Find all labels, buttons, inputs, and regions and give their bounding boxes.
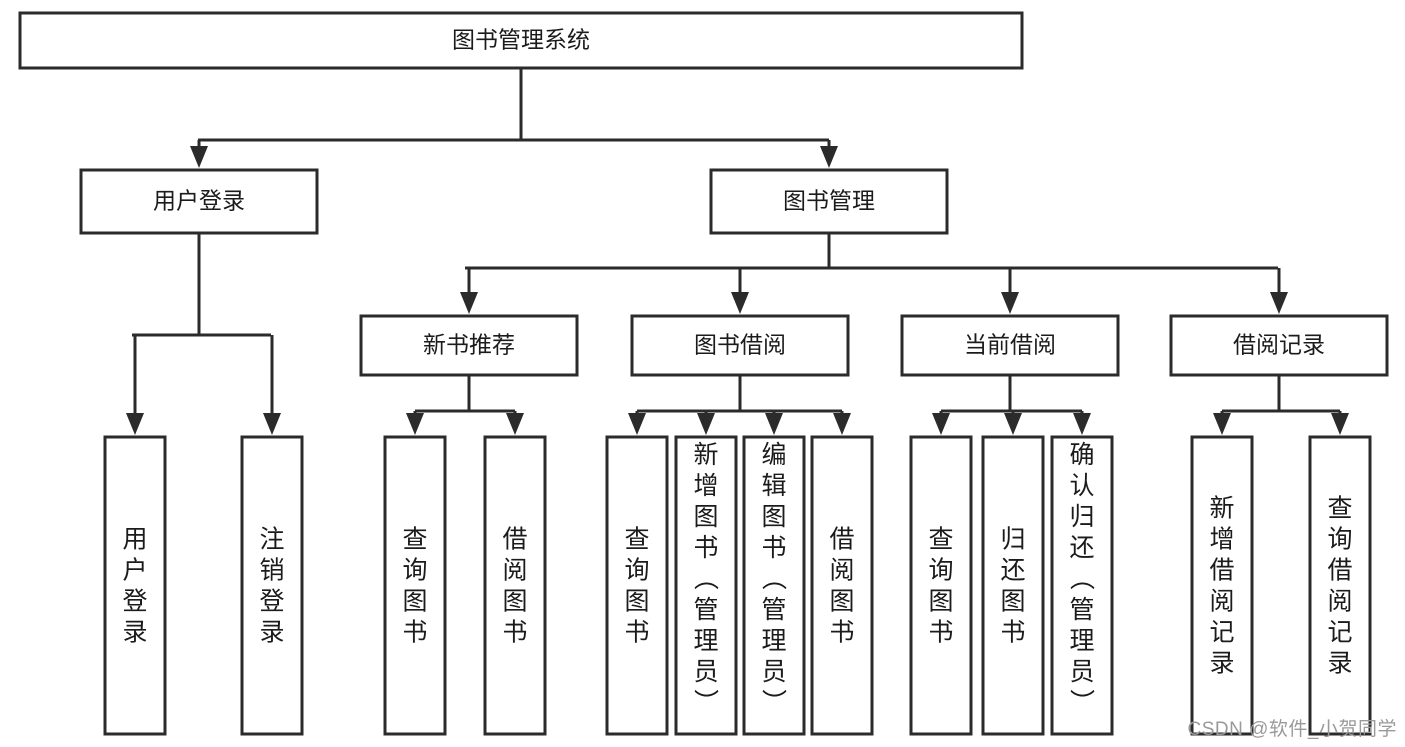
node-leaf-query-book-3[interactable]: 查询图书 bbox=[909, 435, 973, 736]
node-leaf-user-logout[interactable]: 注销登录 bbox=[240, 435, 304, 736]
arrow-head bbox=[1213, 413, 1231, 435]
node-label: 查询图书 bbox=[928, 526, 953, 647]
node-leaf-borrow-book-2[interactable]: 借阅图书 bbox=[810, 435, 874, 736]
node-label: 新增借阅记录 bbox=[1209, 495, 1234, 678]
watermark-label: CSDN @软件_小贺同学 bbox=[1187, 719, 1397, 740]
node-box[interactable] bbox=[605, 435, 669, 736]
node-label: 查询图书 bbox=[402, 526, 427, 647]
connector-group bbox=[1213, 375, 1349, 435]
node-leaf-confirm-return[interactable]: 确认归还（管理员） bbox=[1050, 435, 1114, 736]
node-box[interactable] bbox=[981, 435, 1045, 736]
node-box[interactable] bbox=[1169, 314, 1389, 377]
connector-group bbox=[932, 375, 1091, 435]
node-leaf-query-book-2[interactable]: 查询图书 bbox=[605, 435, 669, 736]
arrow-head bbox=[833, 413, 851, 435]
node-borrow-record[interactable]: 借阅记录 bbox=[1169, 314, 1389, 377]
node-box[interactable] bbox=[483, 435, 547, 736]
connector-group bbox=[628, 375, 851, 435]
node-label: 确认归还（管理员） bbox=[1069, 441, 1095, 717]
connector-group bbox=[406, 375, 524, 435]
node-label: 归还图书 bbox=[1000, 526, 1025, 647]
node-box[interactable] bbox=[359, 314, 579, 377]
arrow-head bbox=[697, 413, 715, 435]
node-box[interactable] bbox=[1050, 435, 1114, 736]
arrow-head bbox=[932, 413, 950, 435]
connectors-layer bbox=[126, 68, 1349, 435]
nodes-layer: 图书管理系统用户登录图书管理新书推荐图书借阅当前借阅借阅记录用户登录注销登录查询… bbox=[18, 11, 1389, 736]
node-label: 当前借阅 bbox=[964, 332, 1056, 358]
node-box[interactable] bbox=[810, 435, 874, 736]
node-leaf-add-book[interactable]: 新增图书（管理员） bbox=[674, 435, 738, 736]
connector-group bbox=[460, 233, 1288, 314]
node-box[interactable] bbox=[1190, 435, 1254, 736]
arrow-head bbox=[1270, 292, 1288, 314]
node-leaf-user-login[interactable]: 用户登录 bbox=[103, 435, 167, 736]
connector-group bbox=[190, 68, 838, 168]
node-label: 新增图书（管理员） bbox=[693, 441, 719, 717]
node-box[interactable] bbox=[79, 168, 319, 235]
arrow-head bbox=[460, 292, 478, 314]
node-box[interactable] bbox=[240, 435, 304, 736]
arrow-head bbox=[731, 292, 749, 314]
node-box[interactable] bbox=[909, 435, 973, 736]
node-label: 注销登录 bbox=[259, 526, 284, 647]
node-box[interactable] bbox=[742, 435, 806, 736]
arrow-head bbox=[406, 413, 424, 435]
arrow-head bbox=[820, 146, 838, 168]
node-box[interactable] bbox=[674, 435, 738, 736]
arrow-head bbox=[190, 146, 208, 168]
node-leaf-edit-book[interactable]: 编辑图书（管理员） bbox=[742, 435, 806, 736]
node-label: 用户登录 bbox=[122, 526, 147, 647]
node-label: 借阅图书 bbox=[829, 526, 854, 647]
node-leaf-add-record[interactable]: 新增借阅记录 bbox=[1190, 435, 1254, 736]
node-label: 编辑图书（管理员） bbox=[761, 441, 787, 717]
node-current-borrow[interactable]: 当前借阅 bbox=[900, 314, 1120, 377]
node-label: 新书推荐 bbox=[423, 332, 515, 358]
node-book-manage[interactable]: 图书管理 bbox=[709, 168, 949, 235]
node-label: 用户登录 bbox=[153, 188, 245, 214]
node-leaf-query-record[interactable]: 查询借阅记录 bbox=[1308, 435, 1372, 736]
node-user-login[interactable]: 用户登录 bbox=[79, 168, 319, 235]
node-label: 借阅图书 bbox=[502, 526, 527, 647]
arrow-head bbox=[1001, 292, 1019, 314]
node-box[interactable] bbox=[900, 314, 1120, 377]
arrow-head bbox=[506, 413, 524, 435]
node-label: 图书借阅 bbox=[694, 332, 786, 358]
arrow-head bbox=[126, 413, 144, 435]
arrow-head bbox=[765, 413, 783, 435]
node-leaf-return-book[interactable]: 归还图书 bbox=[981, 435, 1045, 736]
node-label: 图书管理 bbox=[783, 188, 875, 214]
arrow-head bbox=[628, 413, 646, 435]
node-root-system[interactable]: 图书管理系统 bbox=[18, 11, 1024, 70]
node-book-borrow[interactable]: 图书借阅 bbox=[630, 314, 850, 377]
node-box[interactable] bbox=[383, 435, 447, 736]
node-leaf-query-book-1[interactable]: 查询图书 bbox=[383, 435, 447, 736]
connector-group bbox=[126, 233, 281, 435]
node-leaf-borrow-book-1[interactable]: 借阅图书 bbox=[483, 435, 547, 736]
node-box[interactable] bbox=[103, 435, 167, 736]
node-label: 查询借阅记录 bbox=[1327, 495, 1352, 678]
arrow-head bbox=[1004, 413, 1022, 435]
node-label: 借阅记录 bbox=[1233, 332, 1325, 358]
node-new-book-recommend[interactable]: 新书推荐 bbox=[359, 314, 579, 377]
arrow-head bbox=[1331, 413, 1349, 435]
node-box[interactable] bbox=[18, 11, 1024, 70]
arrow-head bbox=[263, 413, 281, 435]
node-box[interactable] bbox=[630, 314, 850, 377]
node-label: 图书管理系统 bbox=[452, 27, 590, 53]
node-box[interactable] bbox=[1308, 435, 1372, 736]
node-box[interactable] bbox=[709, 168, 949, 235]
node-label: 查询图书 bbox=[624, 526, 649, 647]
arrow-head bbox=[1073, 413, 1091, 435]
